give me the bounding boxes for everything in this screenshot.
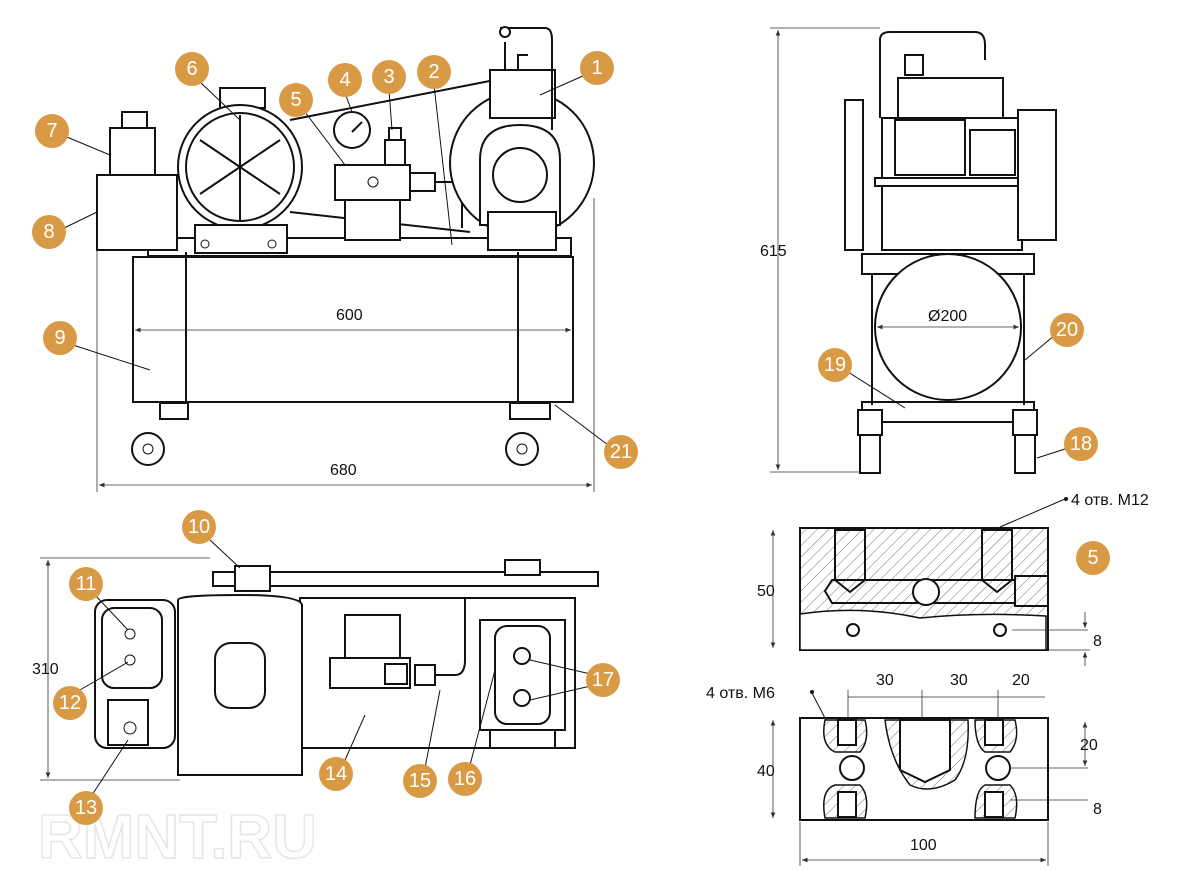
svg-text:13: 13 <box>75 797 97 819</box>
svg-text:7: 7 <box>46 120 57 142</box>
dim-8-top: 8 <box>1093 633 1102 650</box>
callout-5: 5 <box>279 83 313 117</box>
callout-10: 10 <box>182 510 216 544</box>
svg-text:16: 16 <box>454 768 476 790</box>
dim-20-vertical: 20 <box>1080 737 1098 754</box>
dim-310: 310 <box>32 661 59 678</box>
top-view: 310 <box>32 539 599 796</box>
callout-badges: 1 2 3 4 5 6 7 8 9 10 11 12 13 14 15 16 1… <box>32 51 1110 825</box>
callout-2: 2 <box>417 55 451 89</box>
callout-13: 13 <box>69 791 103 825</box>
svg-text:10: 10 <box>188 516 210 538</box>
holes-m12-label: 4 отв. M12 <box>1071 492 1149 509</box>
callout-21: 21 <box>604 435 638 469</box>
callout-9: 9 <box>43 321 77 355</box>
callout-8: 8 <box>32 215 66 249</box>
pressure-gauge <box>333 111 371 149</box>
dim-50: 50 <box>757 583 775 600</box>
svg-text:5: 5 <box>290 89 301 111</box>
callout-17: 17 <box>586 663 620 697</box>
dim-8-bottom: 8 <box>1093 801 1102 818</box>
svg-text:20: 20 <box>1056 319 1078 341</box>
callout-15: 15 <box>403 764 437 798</box>
dim-30-b: 30 <box>950 672 968 689</box>
callout-19: 19 <box>818 348 852 382</box>
svg-text:1: 1 <box>591 57 602 79</box>
svg-text:21: 21 <box>610 441 632 463</box>
dim-680: 680 <box>330 462 357 479</box>
svg-text:8: 8 <box>43 221 54 243</box>
dim-600: 600 <box>336 307 363 324</box>
callout-7: 7 <box>35 114 69 148</box>
receiver-tank <box>132 256 574 403</box>
svg-text:2: 2 <box>428 61 439 83</box>
svg-text:4: 4 <box>339 69 350 91</box>
callout-18: 18 <box>1064 427 1098 461</box>
callout-14: 14 <box>319 757 353 791</box>
svg-text:5: 5 <box>1087 547 1098 569</box>
callout-16: 16 <box>448 762 482 796</box>
callout-3: 3 <box>372 60 406 94</box>
svg-text:14: 14 <box>325 763 347 785</box>
callout-detail-5: 5 <box>1076 541 1110 575</box>
callout-11: 11 <box>69 567 103 601</box>
callout-1: 1 <box>580 51 614 85</box>
dim-40: 40 <box>757 763 775 780</box>
dim-20-edge: 20 <box>1012 672 1030 689</box>
svg-text:17: 17 <box>592 669 614 691</box>
dim-30-a: 30 <box>876 672 894 689</box>
side-view: 615 Ø200 <box>760 27 1069 474</box>
electric-box <box>96 174 178 251</box>
dim-100: 100 <box>910 837 937 854</box>
svg-text:19: 19 <box>824 354 846 376</box>
callout-12: 12 <box>53 686 87 720</box>
svg-text:15: 15 <box>409 770 431 792</box>
svg-text:12: 12 <box>59 692 81 714</box>
front-view: 600 680 <box>59 26 609 492</box>
svg-text:3: 3 <box>383 66 394 88</box>
callout-20: 20 <box>1050 313 1084 347</box>
pressure-switch <box>109 127 156 176</box>
svg-text:6: 6 <box>186 58 197 80</box>
svg-text:18: 18 <box>1070 433 1092 455</box>
callout-4: 4 <box>328 63 362 97</box>
valve-block-detail: 50 8 4 отв. M12 4 отв. M6 30 30 20 20 40… <box>706 492 1149 866</box>
dim-tank-diameter: Ø200 <box>928 308 967 325</box>
svg-text:11: 11 <box>76 573 97 595</box>
svg-text:9: 9 <box>54 327 65 349</box>
dim-615: 615 <box>760 243 787 260</box>
callout-6: 6 <box>175 52 209 86</box>
holes-m6-label: 4 отв. M6 <box>706 685 775 702</box>
